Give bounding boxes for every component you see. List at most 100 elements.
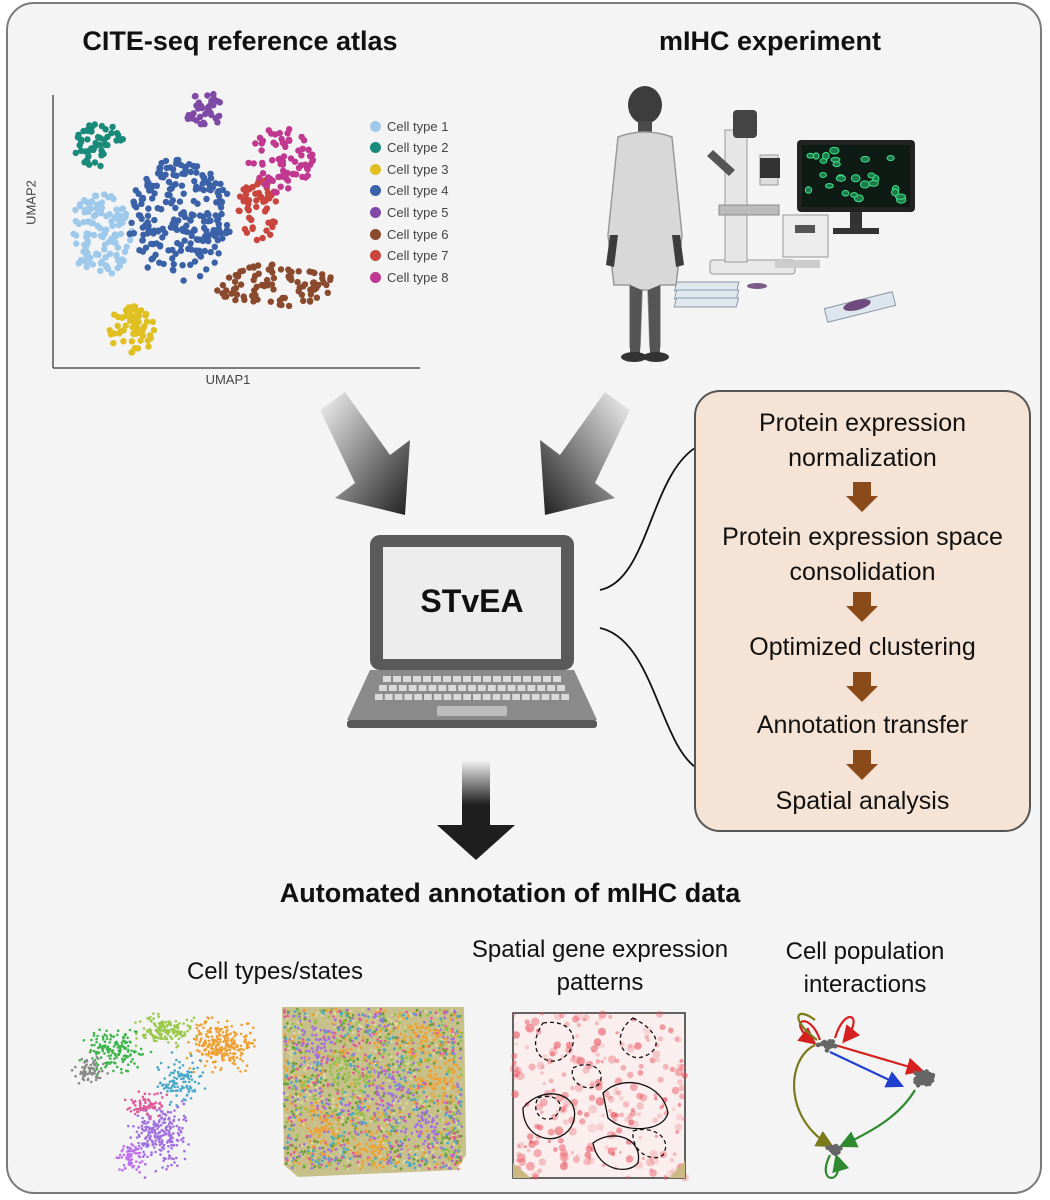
umap-cell-dot [155, 1029, 158, 1033]
tissue-cell-dot [311, 1117, 314, 1121]
umap-cell-dot [180, 1138, 183, 1141]
umap-cell-dot [225, 1040, 228, 1043]
tissue-cell-dot [416, 1095, 420, 1099]
tissue-cell-dot [440, 1146, 443, 1150]
tissue-cell-dot [401, 1094, 405, 1098]
tissue-cell-dot [296, 1020, 300, 1024]
tissue-cell-dot [354, 1108, 358, 1112]
tissue-cell-dot [291, 1064, 295, 1068]
tissue-cell-dot [333, 1013, 337, 1016]
tissue-cell-dot [326, 1029, 330, 1033]
tissue-cell-dot [304, 1066, 308, 1070]
tissue-cell-dot [359, 1046, 363, 1050]
umap-cell-dot [178, 1060, 181, 1064]
tissue-cell-dot [405, 1102, 408, 1105]
umap-point [258, 281, 266, 289]
umap-cell-dot [198, 1050, 201, 1053]
umap-cell-dot [146, 1155, 149, 1159]
tissue-cell-dot [331, 1141, 335, 1145]
tissue-cell-dot [331, 1031, 334, 1035]
tissue-cell-dot [393, 1150, 397, 1154]
umap-cell-dot [189, 1051, 192, 1055]
tissue-cell-dot [317, 1074, 320, 1077]
tissue-cell-dot [422, 1142, 425, 1146]
umap-cell-dot [135, 1107, 138, 1111]
tissue-cell-dot [387, 1032, 391, 1036]
interaction-network [793, 1012, 936, 1179]
tissue-cell-dot [331, 1112, 335, 1116]
tissue-cell-dot [352, 1078, 356, 1082]
umap-cell-dot [182, 1102, 186, 1106]
tissue-cell-dot [353, 1064, 356, 1068]
tissue-cell-dot [306, 1038, 310, 1042]
step-consolidation: Protein expression space consolidation [722, 523, 1003, 586]
umap-cell-dot [172, 1119, 175, 1123]
tissue-cell-dot [337, 1127, 341, 1131]
umap-point [180, 190, 187, 197]
tissue-cell-dot [321, 1159, 324, 1163]
tissue-cell-dot [307, 1050, 311, 1053]
tissue-cell-dot [430, 1092, 434, 1096]
tissue-cell-dot [434, 1073, 437, 1077]
umap-cell-dot [160, 1033, 163, 1036]
umap-cell-dot [158, 1106, 161, 1110]
tissue-cell-dot [438, 1156, 441, 1159]
umap-point [200, 213, 207, 220]
umap-cell-dot [137, 1144, 141, 1148]
tissue-cell-dot [442, 1035, 445, 1039]
tissue-cell-dot [432, 1028, 436, 1032]
umap-point [150, 240, 157, 248]
umap-cell-dot [211, 1050, 214, 1053]
umap-cell-dot [149, 1115, 152, 1118]
umap-cell-dot [145, 1145, 149, 1148]
umap-point [269, 223, 276, 231]
tissue-cell-dot [360, 1122, 364, 1126]
umap-point [144, 212, 152, 219]
umap-cell-dot [134, 1104, 137, 1107]
tissue-cell-dot [459, 1152, 463, 1155]
tissue-cell-dot [442, 1165, 445, 1169]
expression-spot [560, 1055, 565, 1060]
tissue-cell-dot [318, 1146, 322, 1150]
tissue-cell-dot [355, 1036, 358, 1040]
tissue-cell-dot [298, 1065, 302, 1069]
umap-cell-dot [74, 1065, 77, 1069]
umap-cell-dot [126, 1044, 130, 1048]
key [497, 685, 506, 691]
fluorescent-cell [868, 179, 879, 187]
tissue-cell-dot [316, 1140, 319, 1144]
tissue-cell-dot [386, 1024, 390, 1027]
umap-cell-dot [232, 1055, 235, 1058]
expression-spot [594, 1021, 599, 1026]
umap-cell-dot [245, 1064, 249, 1067]
tissue-cell-dot [356, 1160, 360, 1164]
umap-cell-dot [153, 1106, 157, 1110]
umap-point [180, 277, 187, 284]
umap-cell-dot [173, 1161, 176, 1164]
umap-cell-dot [161, 1166, 164, 1169]
tissue-cell-dot [447, 1122, 451, 1125]
tissue-cell-dot [357, 1033, 360, 1037]
umap-point [267, 298, 274, 305]
tissue-cell-dot [426, 1060, 430, 1063]
tissue-cell-dot [410, 1112, 413, 1115]
umap-point [86, 122, 93, 129]
umap-cell-dot [249, 1042, 252, 1045]
tissue-cell-dot [422, 1151, 426, 1155]
umap-cell-dot [123, 1098, 127, 1102]
tissue-cell-dot [457, 1150, 461, 1153]
umap-point [179, 227, 186, 234]
tissue-cell-dot [340, 1066, 344, 1070]
umap-cell-dot [193, 1088, 196, 1092]
tissue-cell-dot [340, 1050, 343, 1053]
umap-cell-dot [136, 1114, 140, 1117]
tissue-cell-dot [450, 1126, 454, 1130]
expression-spot [652, 1117, 659, 1124]
tissue-cell-dot [428, 1164, 432, 1168]
tissue-cell-dot [425, 1154, 428, 1158]
tissue-cell-dot [302, 1095, 306, 1099]
tissue-cell-dot [437, 1034, 441, 1037]
tissue-cell-dot [291, 1041, 295, 1045]
umap-point [259, 234, 266, 242]
tissue-cell-dot [284, 1114, 288, 1117]
